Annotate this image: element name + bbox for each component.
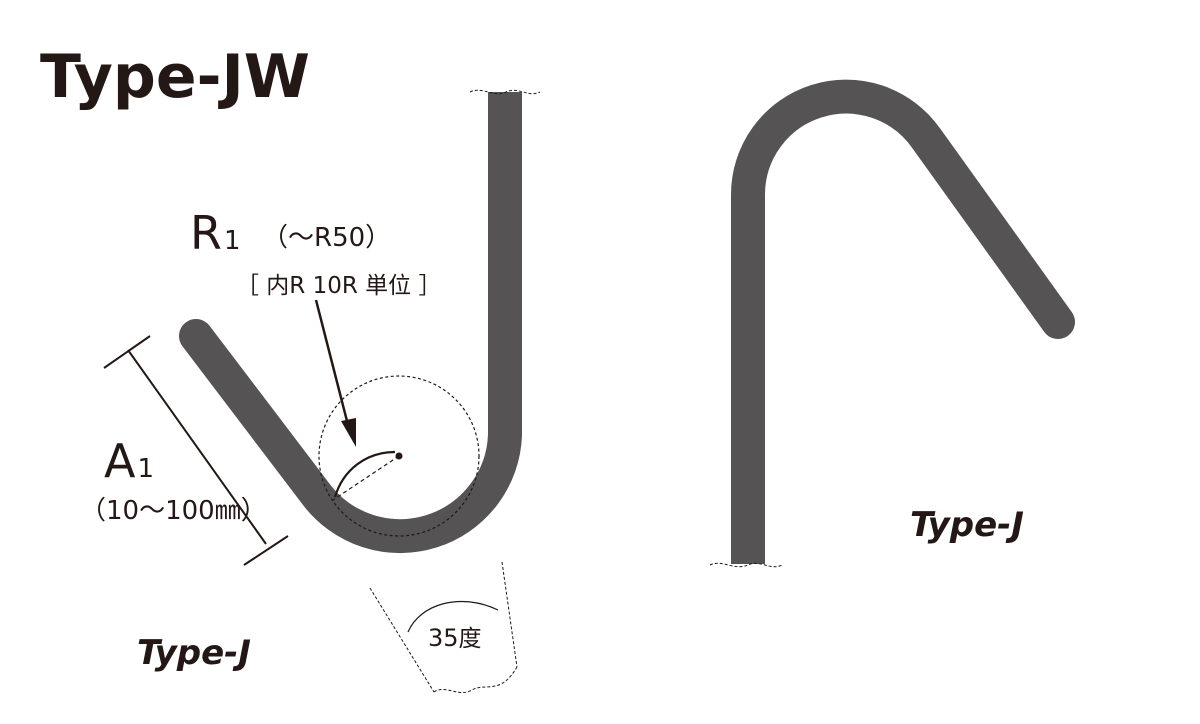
left-caption: Type-J <box>137 633 251 673</box>
left-wire-break-line <box>469 89 541 95</box>
angle-label: 35度 <box>428 624 482 652</box>
length-range: （10～100㎜） <box>80 496 267 526</box>
angle-unit: 度 <box>459 626 482 652</box>
bend-radius-arc <box>333 450 396 498</box>
angle-arc <box>407 600 499 633</box>
left-wire-cut-mask <box>480 70 530 92</box>
angle-break-line <box>433 666 518 694</box>
radius-label-letter: R <box>190 206 222 260</box>
left-wire <box>179 75 522 554</box>
radius-pointer-arrowhead <box>341 418 356 447</box>
length-label-letter: A <box>104 434 136 488</box>
length-dimension-line <box>127 349 267 545</box>
length-label-subscript: 1 <box>137 454 154 484</box>
right-wire-cut-end <box>731 535 765 565</box>
radius-note: ［ 内R 10R 単位 ］ <box>236 273 441 299</box>
right-caption: Type-J <box>910 505 1024 545</box>
length-label: A1 <box>104 434 154 488</box>
bend-radius-line <box>332 455 400 501</box>
right-wire-break-line <box>709 562 783 568</box>
right-wire <box>730 79 1075 582</box>
radius-range: （～R50） <box>262 223 391 253</box>
page-title: Type-JW <box>40 42 310 112</box>
right-wire-cut-mask <box>724 564 774 584</box>
bend-radius-circle <box>318 375 480 537</box>
angle-extension-right <box>501 561 518 668</box>
angle-value: 35 <box>428 624 459 652</box>
radius-pointer-line <box>314 299 350 426</box>
left-wire-cut-end <box>488 90 522 120</box>
radius-label-subscript: 1 <box>224 226 241 256</box>
length-dimension-tick-bottom <box>243 535 289 566</box>
radius-label: R1 <box>190 206 241 260</box>
angle-extension-left <box>369 587 435 693</box>
length-dimension-tick-top <box>103 335 151 369</box>
